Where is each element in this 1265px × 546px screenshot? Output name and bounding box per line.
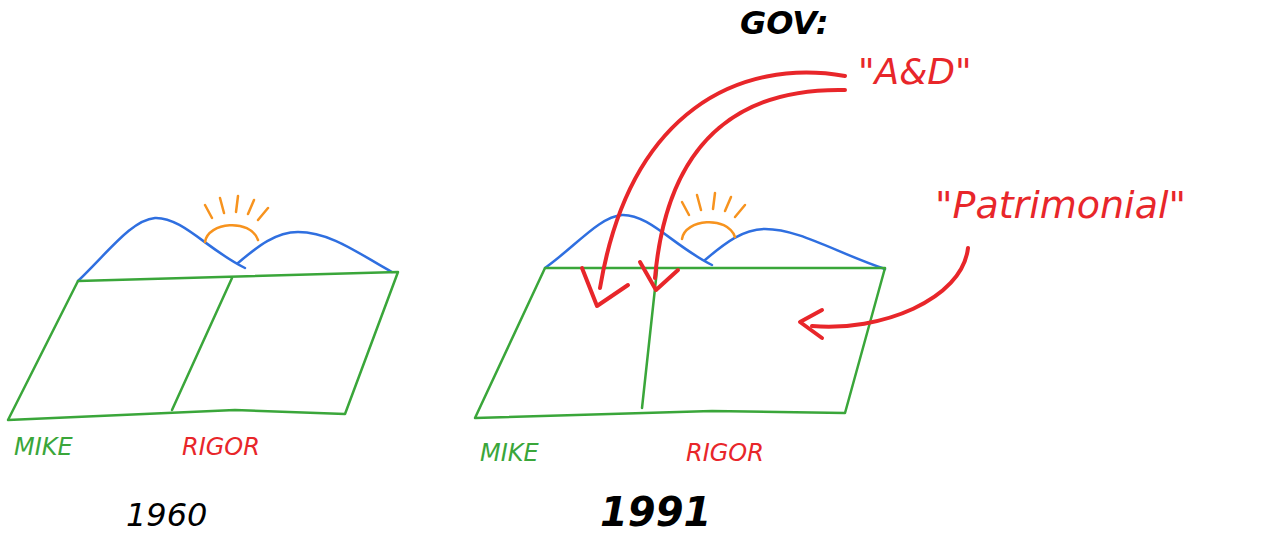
owner-label: MIKE <box>480 440 539 466</box>
leader-arrow <box>600 73 845 288</box>
parcel-divider <box>172 278 232 410</box>
sun-rays <box>205 196 268 220</box>
red-arrows <box>582 73 968 338</box>
land-parcel <box>475 268 885 418</box>
owner-label: RIGOR <box>182 434 260 460</box>
year-label: 1960 <box>126 498 207 533</box>
arrowhead <box>582 268 628 306</box>
leader-arrow <box>655 90 845 278</box>
classification-label: "A&D" <box>858 52 972 92</box>
leader-arrow <box>812 248 968 327</box>
mountain <box>238 232 392 272</box>
classification-label: "Patrimonial" <box>935 185 1186 227</box>
mountain <box>705 229 885 269</box>
land-parcel <box>8 272 398 420</box>
sun <box>682 222 735 239</box>
sun-rays <box>682 193 745 217</box>
owner-label: RIGOR <box>686 440 764 466</box>
arrowhead <box>640 262 678 290</box>
land-scene-1991 <box>475 193 885 418</box>
owner-label: MIKE <box>14 434 73 460</box>
owner-heading: GOV: <box>740 6 828 41</box>
year-label: 1991 <box>600 490 711 534</box>
land-scene-1960 <box>8 196 398 420</box>
sun <box>205 225 258 242</box>
mountain <box>545 215 712 268</box>
arrowhead <box>800 310 822 338</box>
